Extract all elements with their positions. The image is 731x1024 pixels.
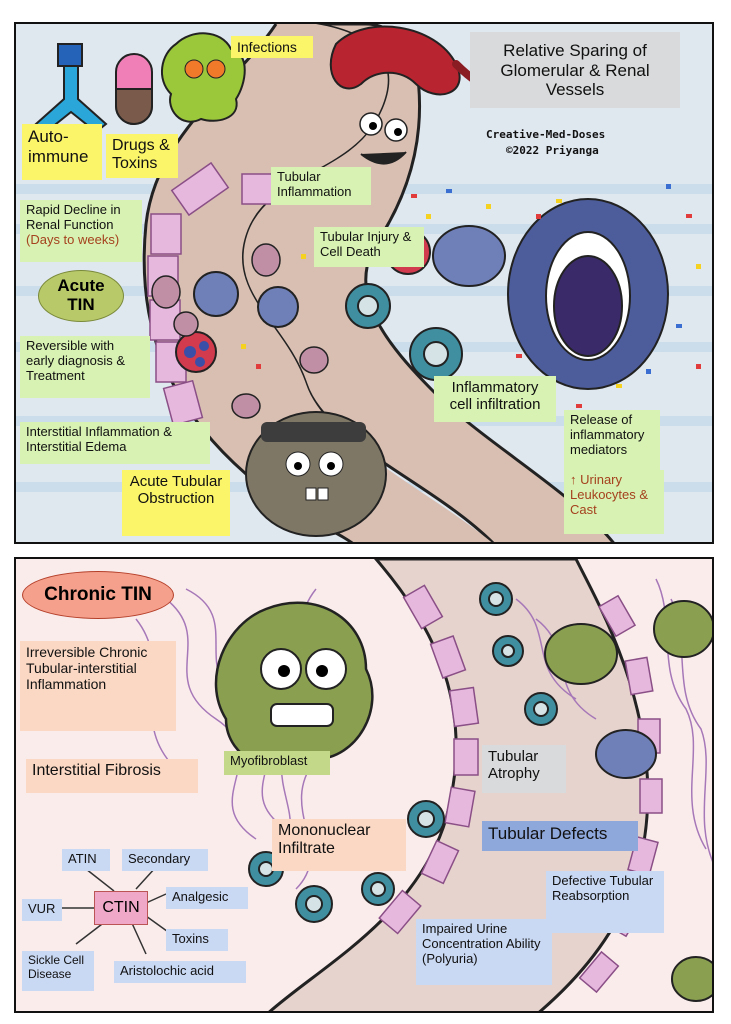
- tubular-inflammation-label: Tubular Inflammation: [271, 167, 371, 205]
- rapid-decline-label: Rapid Decline in Renal Function (Days to…: [20, 200, 142, 262]
- interstitial-inflammation-label: Interstitial Inflammation & Interstitial…: [20, 422, 210, 464]
- rapid-decline-text: Rapid Decline in Renal Function: [26, 202, 121, 232]
- irreversible-label: Irreversible Chronic Tubular-interstitia…: [20, 641, 176, 731]
- autoimmune-label: Auto-immune: [22, 124, 102, 180]
- chronic-tin-badge: Chronic TIN: [22, 571, 174, 619]
- inflammatory-infiltration-label: Inflammatory cell infiltration: [434, 376, 556, 422]
- cause-sickle-cell: Sickle Cell Disease: [22, 951, 94, 991]
- credit-name: Creative-Med-Doses: [486, 128, 606, 141]
- urinary-leukocytes-label: ↑ Urinary Leukocytes & Cast: [564, 470, 664, 534]
- cause-vur: VUR: [22, 899, 62, 921]
- reversible-label: Reversible with early diagnosis & Treatm…: [20, 336, 150, 398]
- glomerulus: [329, 25, 461, 96]
- acute-obstruction-label: Acute Tubular Obstruction: [122, 470, 230, 536]
- myofibroblast-cell: [214, 601, 374, 771]
- rapid-decline-sub: (Days to weeks): [26, 231, 120, 247]
- tubular-atrophy-label: Tubular Atrophy: [482, 745, 566, 793]
- relative-sparing-label: Relative Sparing of Glomerular & Renal V…: [470, 32, 680, 108]
- tubular-defects-label: Tubular Defects: [482, 821, 638, 851]
- impaired-concentration-label: Impaired Urine Concentration Ability (Po…: [416, 919, 552, 985]
- cause-analgesic: Analgesic: [166, 887, 248, 909]
- defective-reabsorption-label: Defective Tubular Reabsorption: [546, 871, 664, 933]
- chronic-tin-panel: Chronic TIN Irreversible Chronic Tubular…: [14, 557, 714, 1013]
- cause-aristolochic: Aristolochic acid: [114, 961, 246, 983]
- release-mediators-label: Release of inflammatory mediators: [564, 410, 660, 470]
- infections-label: Infections: [231, 36, 313, 59]
- cause-atin: ATIN: [62, 849, 110, 871]
- germ-character: [160, 32, 246, 123]
- myofibroblast-label: Myofibroblast: [224, 751, 330, 775]
- cause-secondary: Secondary: [122, 849, 208, 871]
- antibody-character: [34, 63, 108, 134]
- cause-toxins: Toxins: [166, 929, 228, 951]
- acute-tin-panel: Infections Relative Sparing of Glomerula…: [14, 22, 714, 544]
- mononuclear-label: Mononuclear Infiltrate: [272, 819, 406, 871]
- acute-tin-badge: Acute TIN: [38, 270, 124, 322]
- acute-tubule-illustration: [34, 24, 701, 542]
- ctin-center: CTIN: [94, 891, 148, 925]
- tubular-injury-label: Tubular Injury & Cell Death: [314, 227, 424, 267]
- drugs-toxins-label: Drugs & Toxins: [106, 134, 178, 178]
- credit-year: ©2022 Priyanga: [506, 144, 599, 157]
- tubular-cast: [245, 411, 387, 537]
- interstitial-fibrosis-label: Interstitial Fibrosis: [26, 759, 198, 793]
